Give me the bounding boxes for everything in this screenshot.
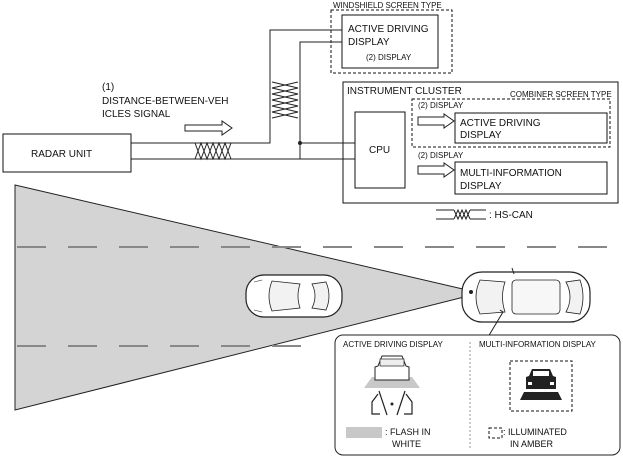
windshield-ad-label-2: DISPLAY (348, 37, 390, 48)
display-legend-panel (334, 334, 621, 456)
radar-unit-label: RADAR UNIT (31, 149, 92, 160)
flash-white-swatch (346, 427, 382, 438)
combiner-type-frame (411, 98, 611, 148)
multi-information-display-box (454, 161, 608, 195)
mi-label-2: DISPLAY (460, 181, 502, 192)
windshield-display-ref: (2) DISPLAY (366, 53, 412, 62)
mi-arrow (417, 162, 455, 178)
cpu-box (354, 111, 406, 189)
combiner-type-label: COMBINER SCREEN TYPE (510, 90, 612, 99)
twisted-pair-vertical (271, 81, 299, 119)
vehicle-ahead (245, 274, 343, 318)
combiner-active-driving-display (454, 112, 608, 144)
multi-information-display-icon (509, 360, 573, 412)
mi-display-ref: (2) DISPLAY (418, 151, 464, 160)
legend-active-driving-title: ACTIVE DRIVING DISPLAY (343, 340, 444, 349)
hs-can-label: : HS-CAN (489, 210, 533, 221)
combiner-ad-label-1: ACTIVE DRIVING (460, 118, 541, 129)
amber-label-1: : ILLUMINATED (503, 427, 567, 437)
windshield-ad-label-1: ACTIVE DRIVING (348, 24, 429, 35)
wire-ws-a (130, 29, 342, 144)
legend-multi-info-title: MULTI-INFORMATION DISPLAY (479, 340, 597, 349)
amber-label-2: IN AMBER (510, 439, 554, 449)
windshield-type-label: WINDSHIELD SCREEN TYPE (333, 1, 442, 10)
wire-ws-b (130, 41, 342, 160)
combiner-display-ref: (2) DISPLAY (418, 101, 464, 110)
signal-number: (1) (102, 82, 114, 93)
combiner-ad-label-2: DISPLAY (460, 130, 502, 141)
twisted-pair-horizontal (194, 141, 232, 161)
own-vehicle (461, 267, 591, 323)
signal-label-1: DISTANCE-BETWEEN-VEH (102, 96, 229, 107)
amber-swatch (488, 427, 503, 439)
flash-label-1: : FLASH IN (385, 427, 431, 437)
flash-label-2: WHITE (392, 439, 421, 449)
radar-unit-box (2, 133, 132, 173)
mi-label-1: MULTI-INFORMATION (460, 168, 562, 179)
signal-arrow (184, 120, 233, 136)
combiner-arrow (417, 113, 455, 129)
active-driving-display-icon (364, 355, 420, 416)
signal-label-2: ICLES SIGNAL (102, 109, 171, 120)
hs-can-legend-symbol (436, 208, 486, 221)
cpu-label: CPU (369, 145, 390, 156)
callout-leader (484, 309, 504, 343)
instrument-cluster-label: INSTRUMENT CLUSTER (347, 86, 462, 97)
windshield-active-driving-display (341, 14, 439, 69)
